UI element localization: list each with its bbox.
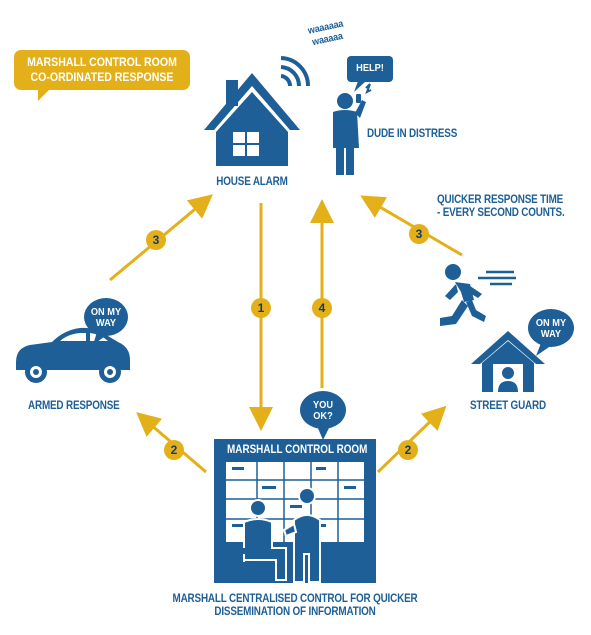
running-man-icon bbox=[440, 264, 486, 326]
step-badge-4: 4 bbox=[312, 298, 332, 318]
step-badge-2-left: 2 bbox=[164, 440, 184, 460]
street-guard-label: STREET GUARD bbox=[470, 400, 546, 412]
callout-text: MARSHALL CONTROL ROOM CO-ORDINATED RESPO… bbox=[25, 55, 180, 85]
house-alarm-label: HOUSE ALARM bbox=[216, 176, 288, 188]
control-speech-bubble bbox=[300, 391, 346, 440]
callout-tail bbox=[38, 89, 50, 101]
car-icon bbox=[16, 327, 130, 383]
speed-lines-icon bbox=[478, 270, 516, 286]
armed-response-label: ARMED RESPONSE bbox=[28, 400, 120, 412]
response-note: QUICKER RESPONSE TIME - EVERY SECOND COU… bbox=[437, 194, 565, 219]
control-room-icon bbox=[214, 439, 376, 583]
dude-label: DUDE IN DISTRESS bbox=[367, 128, 458, 140]
step-badge-3-right: 3 bbox=[409, 224, 429, 244]
callout-line-1: MARSHALL CONTROL ROOM bbox=[27, 55, 177, 69]
armed-speech-text: ON MY WAY bbox=[90, 306, 122, 329]
caption-line-1: MARSHALL CENTRALISED CONTROL FOR QUICKER bbox=[172, 593, 418, 605]
armed-speech-bubble bbox=[84, 298, 128, 345]
person-phone-icon bbox=[333, 83, 372, 175]
operators-icon bbox=[243, 487, 321, 583]
step-badge-1: 1 bbox=[251, 298, 271, 318]
help-text: HELP! bbox=[356, 62, 384, 74]
guard-speech-text: ON MY WAY bbox=[535, 317, 567, 340]
house-icon bbox=[204, 73, 300, 166]
caption: MARSHALL CENTRALISED CONTROL FOR QUICKER… bbox=[166, 593, 424, 619]
coordinated-response-callout bbox=[14, 50, 190, 90]
signal-waves-icon bbox=[280, 56, 310, 87]
control-speech-text: YOU OK? bbox=[312, 399, 334, 422]
step-badge-2-right: 2 bbox=[398, 440, 418, 460]
guard-speech-bubble bbox=[528, 309, 574, 356]
guard-hut-icon bbox=[471, 331, 545, 392]
help-speech-bubble bbox=[347, 56, 393, 92]
caption-line-2: DISSEMINATION OF INFORMATION bbox=[214, 606, 376, 618]
callout-line-2: CO-ORDINATED RESPONSE bbox=[30, 70, 174, 84]
step-badge-3-left: 3 bbox=[146, 230, 166, 250]
control-room-title: MARSHALL CONTROL ROOM bbox=[227, 444, 368, 456]
